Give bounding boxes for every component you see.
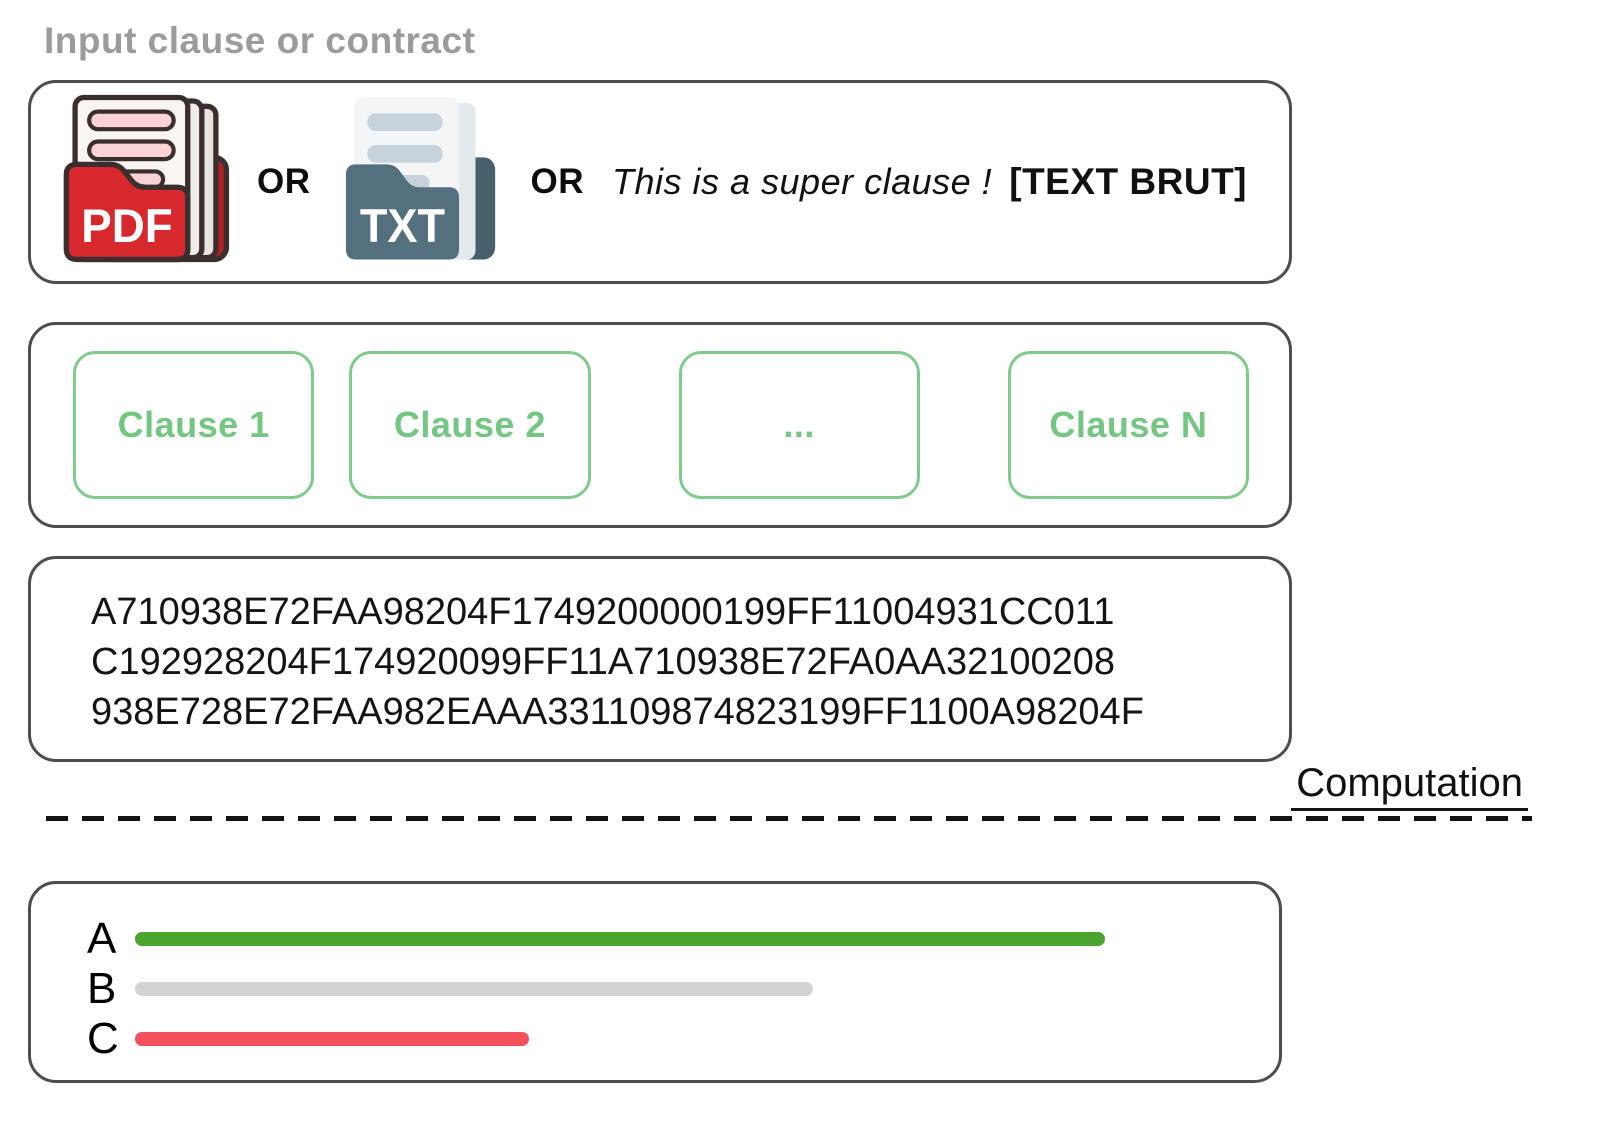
hash-line-1: A710938E72FAA98204F1749200000199FF110049… (91, 591, 1115, 633)
computation-label: Computation (1291, 761, 1528, 811)
result-bar-red (135, 1032, 529, 1046)
clause-chip-label: Clause 1 (117, 404, 270, 445)
or-separator-2: OR (530, 162, 584, 201)
result-bar-gray (135, 982, 813, 996)
hash-line-2: C192928204F174920099FF11A710938E72FA0AA3… (91, 641, 1116, 683)
hash-panel: A710938E72FAA98204F1749200000199FF110049… (28, 556, 1292, 762)
input-section-title: Input clause or contract (44, 20, 476, 61)
clause-chip-label: Clause 2 (393, 404, 546, 445)
txt-file-icon: TXT (345, 97, 495, 260)
result-row-a: A (87, 914, 1279, 964)
computation-divider-dashed-line (46, 816, 1532, 821)
free-text-sample: This is a super clause ! (612, 161, 993, 202)
or-separator-1: OR (257, 162, 311, 201)
clauses-panel: Clause 1 Clause 2 ... Clause N (28, 322, 1292, 528)
result-label: A (87, 914, 117, 963)
result-label: B (87, 964, 117, 1013)
clause-chip-2: Clause 2 (349, 351, 591, 499)
clause-chip-label: ... (783, 404, 815, 445)
pdf-icon-label: PDF (81, 200, 173, 253)
result-label: C (87, 1014, 119, 1063)
clause-chip-label: Clause N (1049, 404, 1208, 445)
input-panel: PDF OR TXT OR This is a super clause ! [… (28, 80, 1292, 284)
hash-line-3: 938E728E72FAA982EAAA331109874823199FF110… (91, 691, 1144, 733)
txt-icon-label: TXT (359, 198, 444, 252)
clause-chip-n: Clause N (1007, 351, 1249, 499)
result-row-c: C (87, 1014, 1279, 1064)
result-row-b: B (87, 964, 1279, 1014)
raw-text-tag: [TEXT BRUT] (1009, 161, 1247, 202)
pdf-file-icon: PDF (63, 94, 230, 263)
clause-chip-1: Clause 1 (73, 351, 315, 499)
result-bar-green (135, 932, 1105, 946)
results-panel: A B C (28, 881, 1282, 1083)
clause-chip-ellipsis: ... (678, 351, 920, 499)
